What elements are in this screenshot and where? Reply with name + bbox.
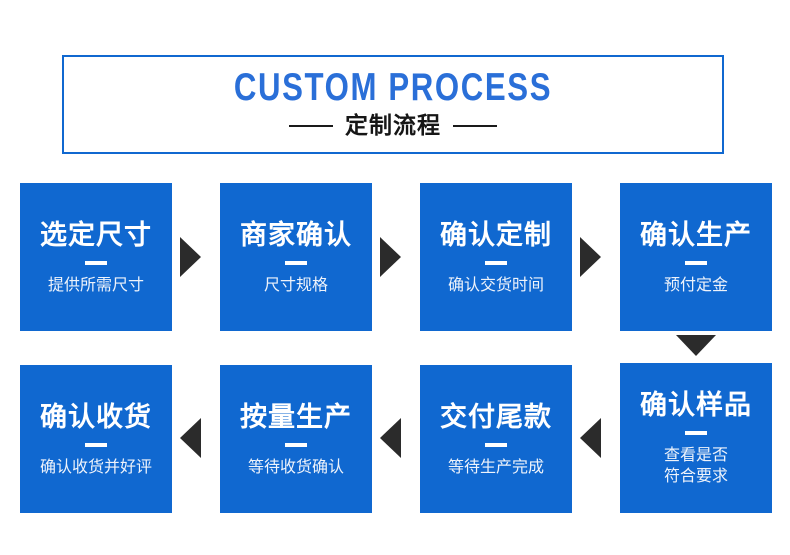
- arrow-right-icon-2: [380, 237, 401, 277]
- step-3-description: 确认交货时间: [447, 274, 544, 294]
- step-2-title: 商家确认: [240, 219, 352, 251]
- header-frame: CUSTOM PROCESS 定制流程: [62, 55, 724, 154]
- step-7-divider: [285, 442, 307, 447]
- step-box-6[interactable]: 交付尾款 等待生产完成: [420, 365, 572, 513]
- arrow-left-icon-1: [580, 418, 601, 458]
- step-box-5[interactable]: 确认样品 查看是否 符合要求: [620, 363, 772, 513]
- step-4-title: 确认生产: [640, 219, 752, 251]
- step-6-description: 等待生产完成: [447, 456, 544, 476]
- step-box-1[interactable]: 选定尺寸 提供所需尺寸: [20, 183, 172, 331]
- step-box-3[interactable]: 确认定制 确认交货时间: [420, 183, 572, 331]
- step-3-title: 确认定制: [440, 219, 552, 251]
- page-subtitle-group: 定制流程: [64, 113, 722, 139]
- step-5-title: 确认样品: [640, 390, 752, 421]
- step-5-description: 查看是否 符合要求: [663, 445, 728, 485]
- step-box-4[interactable]: 确认生产 预付定金: [620, 183, 772, 331]
- step-box-7[interactable]: 按量生产 等待收货确认: [220, 365, 372, 513]
- arrow-right-icon-3: [580, 237, 601, 277]
- step-5-divider: [685, 431, 707, 435]
- page-title-english: CUSTOM PROCESS: [233, 66, 553, 109]
- step-1-title: 选定尺寸: [40, 219, 152, 251]
- step-6-title: 交付尾款: [440, 401, 552, 433]
- step-8-divider: [85, 442, 107, 447]
- step-3-divider: [485, 260, 507, 265]
- step-8-description: 确认收货并好评: [39, 456, 152, 476]
- arrow-left-icon-2: [380, 418, 401, 458]
- step-1-description: 提供所需尺寸: [47, 274, 144, 294]
- step-1-divider: [85, 260, 107, 265]
- step-box-2[interactable]: 商家确认 尺寸规格: [220, 183, 372, 331]
- step-4-divider: [685, 260, 707, 265]
- arrow-left-icon-3: [180, 418, 201, 458]
- step-6-divider: [485, 442, 507, 447]
- step-2-description: 尺寸规格: [263, 274, 328, 294]
- step-box-8[interactable]: 确认收货 确认收货并好评: [20, 365, 172, 513]
- step-7-title: 按量生产: [240, 401, 352, 433]
- step-2-divider: [285, 260, 307, 265]
- subtitle-dash-right: [453, 125, 497, 127]
- arrow-right-icon-1: [180, 237, 201, 277]
- subtitle-dash-left: [289, 125, 333, 127]
- step-7-description: 等待收货确认: [247, 456, 344, 476]
- step-4-description: 预付定金: [663, 274, 728, 294]
- step-8-title: 确认收货: [40, 401, 152, 433]
- arrow-down-icon: [676, 335, 716, 356]
- page-subtitle-chinese: 定制流程: [345, 113, 441, 139]
